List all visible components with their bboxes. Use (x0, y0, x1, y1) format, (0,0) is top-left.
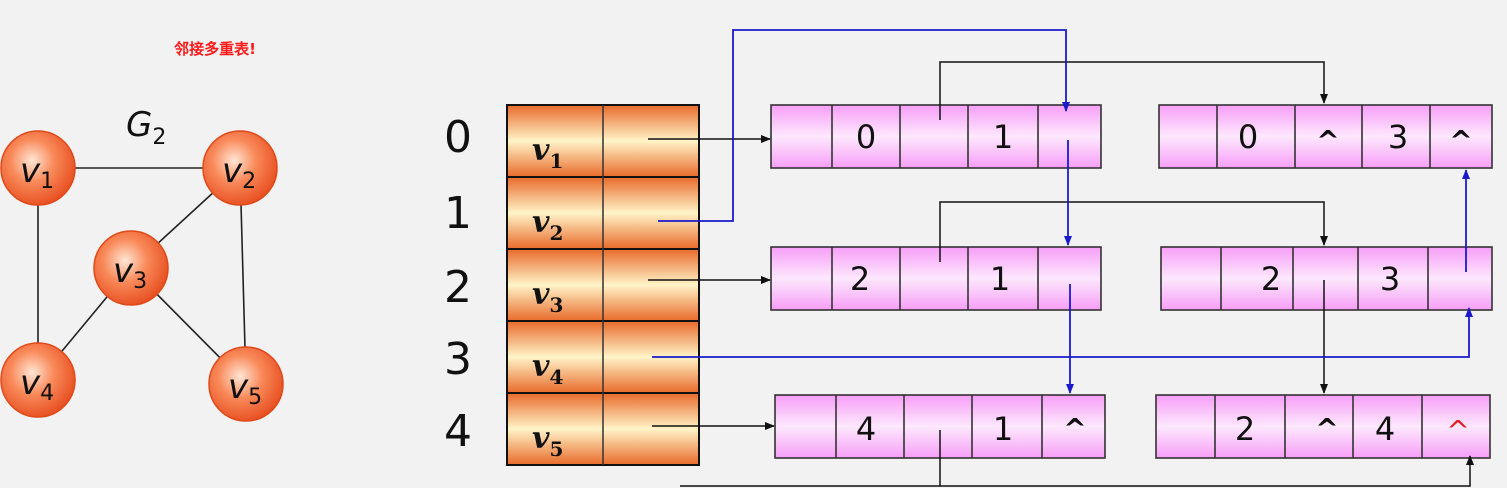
pointer-v2-first (658, 29, 1070, 222)
svg-text:v1: v1 (20, 151, 54, 194)
svg-text:1: 1 (993, 410, 1013, 448)
svg-text:3: 3 (1380, 260, 1400, 298)
blue-pointers (652, 29, 1473, 394)
svg-text:1: 1 (990, 260, 1010, 298)
graph-vertex-v4: v4 (0, 342, 76, 418)
header-index-4: 4 (444, 406, 472, 457)
pointer-v4-first (652, 307, 1473, 358)
svg-text:v4: v4 (20, 363, 54, 406)
header-vertex-v1: v1 (532, 133, 563, 173)
svg-text:2: 2 (1261, 260, 1281, 298)
graph-vertex-v3: v3 (93, 230, 169, 306)
edge-node-0-3: 0 ^ 3 ^ (1158, 104, 1493, 169)
header-vertex-v2: v2 (532, 205, 563, 245)
svg-text:1: 1 (993, 118, 1013, 156)
null-mark: ^ (1316, 124, 1339, 157)
header-vertex-v4: v4 (532, 349, 563, 389)
svg-text:3: 3 (1388, 118, 1408, 156)
null-mark-red: ^ (1446, 414, 1469, 447)
svg-text:4: 4 (856, 410, 876, 448)
null-mark: ^ (1315, 412, 1338, 445)
graph-vertex-v1: v1 (0, 130, 76, 206)
header-index-2: 2 (444, 262, 472, 313)
header-index-column: 0 1 2 3 4 (444, 112, 472, 457)
graph-vertex-v5: v5 (208, 346, 284, 422)
edge-node-2-3: 2 3 (1160, 246, 1493, 311)
svg-text:2: 2 (1235, 410, 1255, 448)
svg-text:2: 2 (850, 260, 870, 298)
vertex-header-table: v1 v2 v3 v4 v5 (506, 104, 700, 466)
svg-text:v5: v5 (228, 367, 262, 410)
pointer-c-ilink (939, 201, 1328, 262)
page-title: 邻接多重表! (174, 40, 256, 58)
black-pointers (648, 61, 1474, 487)
header-index-3: 3 (444, 334, 472, 385)
null-mark: ^ (1063, 412, 1086, 445)
svg-text:v2: v2 (222, 151, 256, 194)
edge-node-2-1: 2 1 (770, 246, 1102, 311)
graph-vertex-v2: v2 (202, 130, 278, 206)
svg-text:0: 0 (856, 118, 876, 156)
header-index-1: 1 (444, 188, 472, 239)
header-index-0: 0 (444, 112, 472, 163)
header-vertex-v5: v5 (532, 421, 563, 461)
svg-text:v3: v3 (113, 251, 147, 294)
header-vertex-v3: v3 (532, 277, 563, 317)
pointer-a-ilink (939, 61, 1328, 120)
pointer-e-ilink (939, 430, 1474, 487)
svg-text:4: 4 (1375, 410, 1395, 448)
null-mark: ^ (1449, 124, 1472, 157)
edge-node-0-1: 0 1 (770, 104, 1102, 169)
svg-text:0: 0 (1238, 118, 1258, 156)
graph-name: G2 (126, 105, 166, 150)
edge-node-2-4: 2 ^ 4 ^ (1155, 394, 1491, 459)
graph-g2: G2 v1 v2 v3 v4 v5 (0, 105, 284, 422)
